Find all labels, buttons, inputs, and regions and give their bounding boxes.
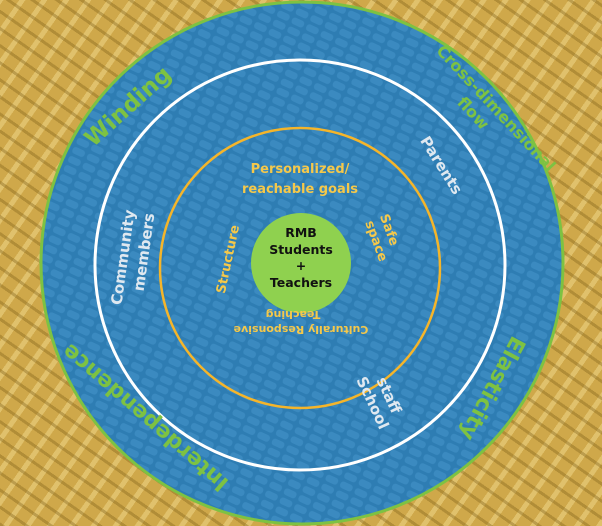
center-label-4: Teachers [270,275,332,290]
center-label-3: + [296,258,306,273]
inner-ring [158,126,442,410]
center-circle [251,213,351,313]
crt-label-1: Culturally Responsive [234,323,369,336]
crt-label-2: Teaching [266,308,321,321]
goals-label-2: reachable goals [242,182,358,197]
goals-label-1: Personalized/ [251,162,350,177]
center-label-2: Students [269,242,333,257]
center-label-1: RMB [285,225,317,240]
middle-ring [93,58,507,472]
